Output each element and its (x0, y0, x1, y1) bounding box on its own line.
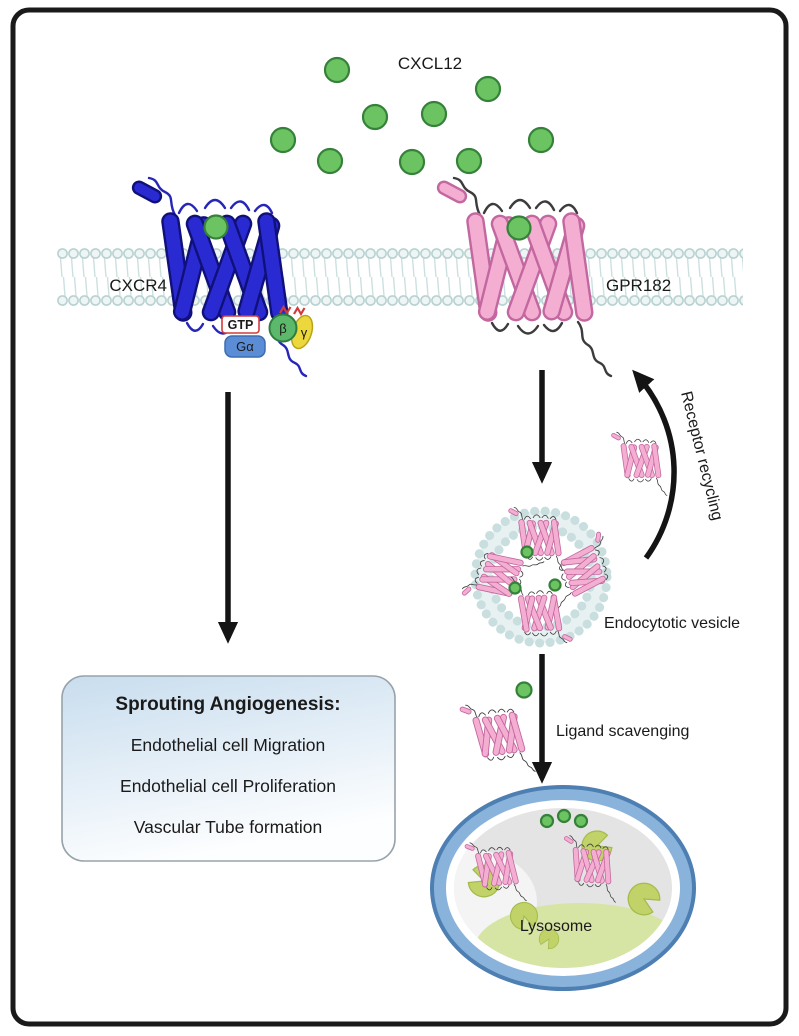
scavenged-ligand (515, 681, 533, 699)
lysosome-ligand (539, 813, 555, 829)
g-alpha-subunit (224, 335, 266, 358)
scavenging-label: Ligand scavenging (556, 723, 689, 740)
cxcl12-molecule (527, 126, 555, 154)
gtp-label: GTP (228, 318, 254, 332)
lumen-enzyme-pool (475, 903, 672, 968)
gpr182-label: GPR182 (606, 276, 671, 295)
lipid-anchor-icon (293, 305, 306, 317)
beta-subunit (268, 313, 298, 343)
lipid-anchor-icon (279, 304, 292, 316)
recycling-arrow (632, 369, 677, 560)
lysosome: Lysosome (430, 785, 696, 991)
scavenging-receptor (458, 696, 536, 782)
lysosome-ligand (556, 808, 572, 824)
cxcl12-molecule (398, 148, 426, 176)
gamma-label: γ (301, 325, 308, 340)
cxcl12-molecule (269, 126, 297, 154)
vesicle-label: Endocytotic vesicle (604, 615, 740, 632)
g-alpha-label: Gα (236, 339, 254, 354)
g-protein-complex: γ β Gα GTP (221, 304, 314, 358)
cxcl12-molecules (269, 56, 555, 176)
vesicle-ligand (548, 578, 562, 592)
cxcl12-molecule (474, 75, 502, 103)
gpr182-bound-ligand (506, 215, 532, 241)
beta-label: β (279, 321, 286, 336)
gtp-badge (221, 315, 260, 334)
endocytotic-vesicle (459, 506, 622, 648)
cxcl12-molecule (455, 147, 483, 175)
outcome-item: Vascular Tube formation (134, 817, 322, 837)
outcome-box: Sprouting Angiogenesis: Endothelial cell… (61, 675, 396, 862)
cxcl12-molecule (361, 103, 389, 131)
recycling-label: Receptor recycling (677, 390, 726, 523)
cxcl12-label: CXCL12 (398, 54, 462, 73)
cxcl12-molecule (420, 100, 448, 128)
figure-border (10, 7, 789, 1027)
vesicle-ligand (508, 581, 522, 595)
outcome-box-frame (61, 675, 396, 862)
outcome-item: Endothelial cell Proliferation (120, 776, 336, 796)
vesicle-ligand (520, 545, 534, 559)
vesicle-outer-leaflet (470, 506, 612, 648)
outcome-item: Endothelial cell Migration (131, 735, 326, 755)
outcome-title: Sprouting Angiogenesis: (115, 694, 340, 715)
cxcl12-molecule (323, 56, 351, 84)
cxcr4-bound-ligand (203, 214, 229, 240)
recycled-receptor (610, 431, 668, 496)
lysosome-label: Lysosome (520, 918, 592, 935)
cxcl12-molecule (316, 147, 344, 175)
cxcr4-label: CXCR4 (109, 276, 167, 295)
lysosome-ligand (573, 813, 589, 829)
